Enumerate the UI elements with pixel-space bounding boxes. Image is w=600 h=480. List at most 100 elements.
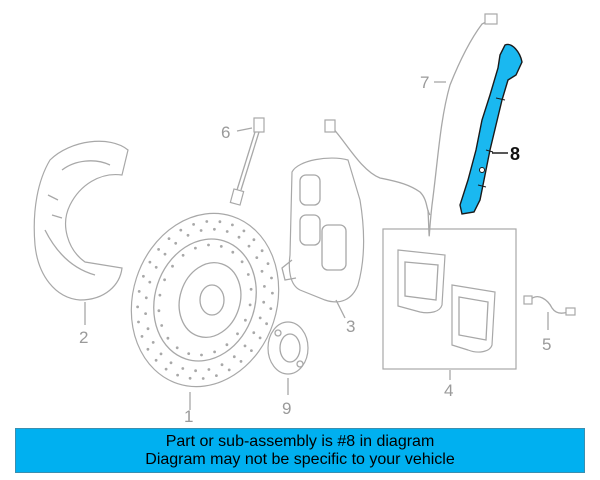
brake-pad-set-part-4[interactable]: [382, 228, 517, 370]
rotor-drill-hole: [163, 278, 167, 282]
wear-sensor-cable-part-7[interactable]: [324, 13, 498, 237]
rotor-drill-hole: [252, 331, 256, 335]
rotor-drill-hole: [169, 361, 173, 365]
parts-diagram: 2 6 1 3 9 7: [33, 13, 576, 425]
rotor-drill-hole: [175, 346, 179, 350]
rotor-drill-hole: [265, 322, 268, 326]
rotor-drill-hole: [207, 368, 211, 371]
rotor-drill-hole: [179, 228, 183, 232]
bolt-part-6[interactable]: [229, 117, 265, 206]
rotor-drill-hole: [157, 309, 161, 313]
rotor-drill-hole: [231, 223, 234, 227]
rotor-drill-hole: [157, 248, 161, 251]
rotor-drill-hole: [244, 318, 247, 322]
banner-line-2: Diagram may not be specific to your vehi…: [145, 450, 455, 468]
rotor-drill-hole: [246, 273, 250, 276]
callout-9: 9: [282, 399, 291, 418]
rotor-drill-hole: [144, 296, 148, 300]
rotor-drill-hole: [215, 374, 218, 377]
rotor-drill-hole: [243, 344, 247, 348]
rotor-drill-hole: [252, 238, 256, 242]
rotor-drill-hole: [258, 336, 262, 340]
rotor-drill-hole: [199, 229, 203, 232]
rotor-drill-hole: [242, 229, 246, 233]
rotor-drill-hole: [269, 307, 273, 310]
rotor-drill-hole: [181, 367, 185, 370]
rotor-drill-hole: [159, 352, 163, 356]
rotor-drill-hole: [263, 285, 266, 288]
rotor-drill-hole: [205, 220, 209, 223]
dust-shield-part-2[interactable]: [33, 140, 129, 301]
callout-7: 7: [420, 73, 429, 92]
rotor-drill-hole: [271, 291, 274, 295]
rotor-drill-hole: [213, 227, 216, 231]
rotor-drill-hole: [154, 265, 158, 269]
rotor-drill-hole: [220, 363, 224, 367]
rotor-drill-hole: [237, 235, 241, 239]
brake-rotor-part-1[interactable]: [109, 194, 300, 406]
rotor-drill-hole: [146, 327, 150, 331]
rotor-drill-hole: [250, 349, 253, 352]
hub-part-9[interactable]: [267, 321, 309, 375]
rotor-drill-hole: [148, 280, 152, 284]
rotor-drill-hole: [163, 252, 167, 256]
rotor-drill-hole: [225, 343, 229, 347]
rotor-drill-hole: [186, 233, 190, 237]
rotor-drill-hole: [218, 220, 222, 224]
rotor-drill-hole: [137, 320, 140, 324]
rotor-drill-hole: [194, 369, 198, 373]
callout-5: 5: [542, 335, 551, 354]
callout-1: 1: [184, 407, 193, 425]
rotor-drill-hole: [239, 360, 243, 363]
rotor-drill-hole: [164, 367, 168, 371]
rotor-drill-hole: [247, 244, 251, 248]
rotor-drill-hole: [181, 253, 185, 257]
rotor-drill-hole: [187, 352, 191, 355]
rotor-drill-hole: [144, 312, 148, 315]
rotor-drill-hole: [151, 341, 155, 344]
callout-2: 2: [79, 328, 88, 347]
rotor-drill-hole: [227, 368, 231, 372]
rotor-drill-hole: [236, 332, 239, 336]
callout-3: 3: [346, 317, 355, 336]
rotor-drill-hole: [158, 293, 162, 297]
rotor-drill-hole: [167, 237, 171, 241]
rotor-drill-hole: [248, 303, 252, 307]
rotor-drill-hole: [166, 336, 170, 340]
rotor-drill-hole: [200, 353, 203, 357]
rotor-drill-holes: [136, 220, 274, 380]
callout-4: 4: [444, 381, 453, 400]
rotor-drill-hole: [176, 373, 180, 377]
rotor-drill-hole: [260, 269, 264, 273]
rotor-drill-hole: [140, 335, 144, 338]
rotor-drill-hole: [249, 287, 253, 291]
rotor-drill-hole: [255, 256, 259, 259]
rotor-drill-hole: [266, 262, 270, 265]
rotor-drill-hole: [213, 350, 217, 354]
rotor-drill-hole: [262, 300, 266, 304]
rotor-drill-hole: [188, 376, 192, 380]
rotor-drill-hole: [240, 260, 244, 264]
rotor-drill-hole: [154, 358, 158, 362]
rotor-drill-hole: [231, 250, 235, 254]
rotor-drill-hole: [260, 249, 264, 253]
brake-caliper-part-3[interactable]: [281, 157, 365, 303]
rotor-drill-hole: [194, 246, 197, 250]
bracket-part-8-highlighted[interactable]: [459, 43, 523, 215]
rotor-drill-hole: [174, 241, 178, 245]
rotor-drill-hole: [219, 245, 223, 248]
callout-6: 6: [221, 123, 230, 142]
callout-8: 8: [510, 144, 520, 164]
rotor-drill-hole: [192, 223, 196, 226]
rotor-drill-hole: [148, 260, 152, 264]
rotor-drill-hole: [270, 276, 273, 280]
rotor-drill-hole: [146, 347, 150, 351]
rotor-drill-hole: [258, 316, 262, 320]
rotor-drill-hole: [137, 290, 141, 293]
rotor-drill-hole: [160, 324, 164, 327]
banner-line-1: Part or sub-assembly is #8 in diagram: [165, 432, 435, 450]
rotor-drill-hole: [171, 264, 174, 268]
wear-sensor-part-5[interactable]: [523, 295, 576, 316]
info-banner: Part or sub-assembly is #8 in diagram Di…: [15, 428, 585, 473]
rotor-drill-hole: [207, 243, 210, 247]
